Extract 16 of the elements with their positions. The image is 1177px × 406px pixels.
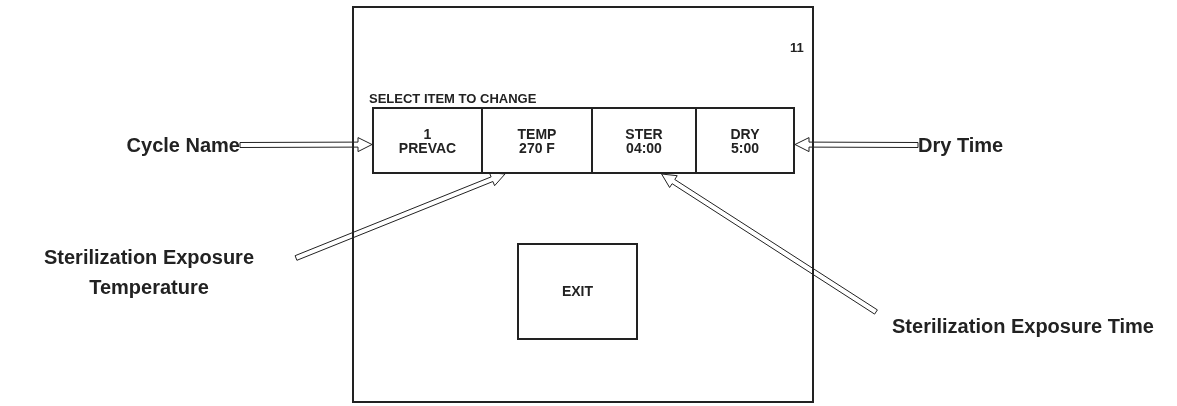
menu-cell: TEMP 270 F	[483, 107, 593, 174]
exit-button: EXIT	[517, 243, 638, 340]
menu-cell: 1 PREVAC	[372, 107, 483, 174]
hollow-arrow	[794, 137, 919, 153]
callout-text: Cycle Name	[60, 130, 240, 160]
callout-text: Sterilization Exposure Temperature	[2, 244, 296, 300]
callout-text: Sterilization Exposure Time	[876, 298, 1170, 354]
menu-cell: DRY 5:00	[697, 107, 795, 174]
hollow-arrow	[239, 137, 373, 153]
hollow-arrow	[661, 173, 878, 315]
hollow-arrow	[294, 172, 506, 261]
callout-text: Dry Time	[918, 130, 1058, 160]
screen-panel	[352, 6, 814, 403]
menu-cell: STER 04:00	[593, 107, 697, 174]
screen-heading: SELECT ITEM TO CHANGE	[369, 90, 537, 108]
page-number: 11	[790, 39, 804, 57]
